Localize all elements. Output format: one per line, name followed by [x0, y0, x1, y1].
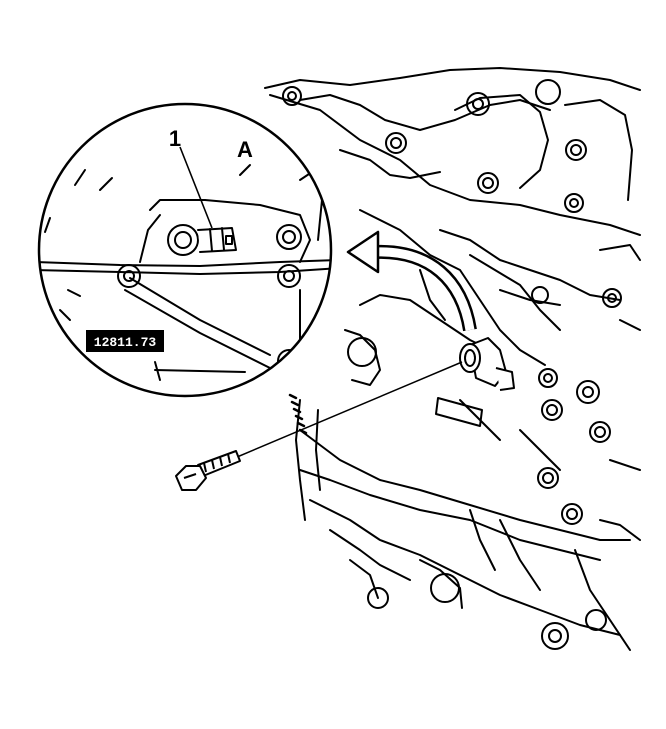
svg-text:12811.73: 12811.73 — [94, 335, 157, 350]
detail-plate: 12811.73 — [86, 330, 164, 352]
knock-sensor — [459, 337, 515, 391]
bolt — [175, 450, 241, 491]
detail-view: 12811.73 1 A — [37, 102, 333, 398]
callout-label-1: 1 — [169, 126, 181, 151]
installation-guide-line — [229, 361, 463, 461]
view-letter: A — [237, 137, 253, 162]
engine-block — [264, 67, 641, 651]
curved-arrow — [346, 230, 477, 332]
callout-leader — [179, 146, 213, 229]
